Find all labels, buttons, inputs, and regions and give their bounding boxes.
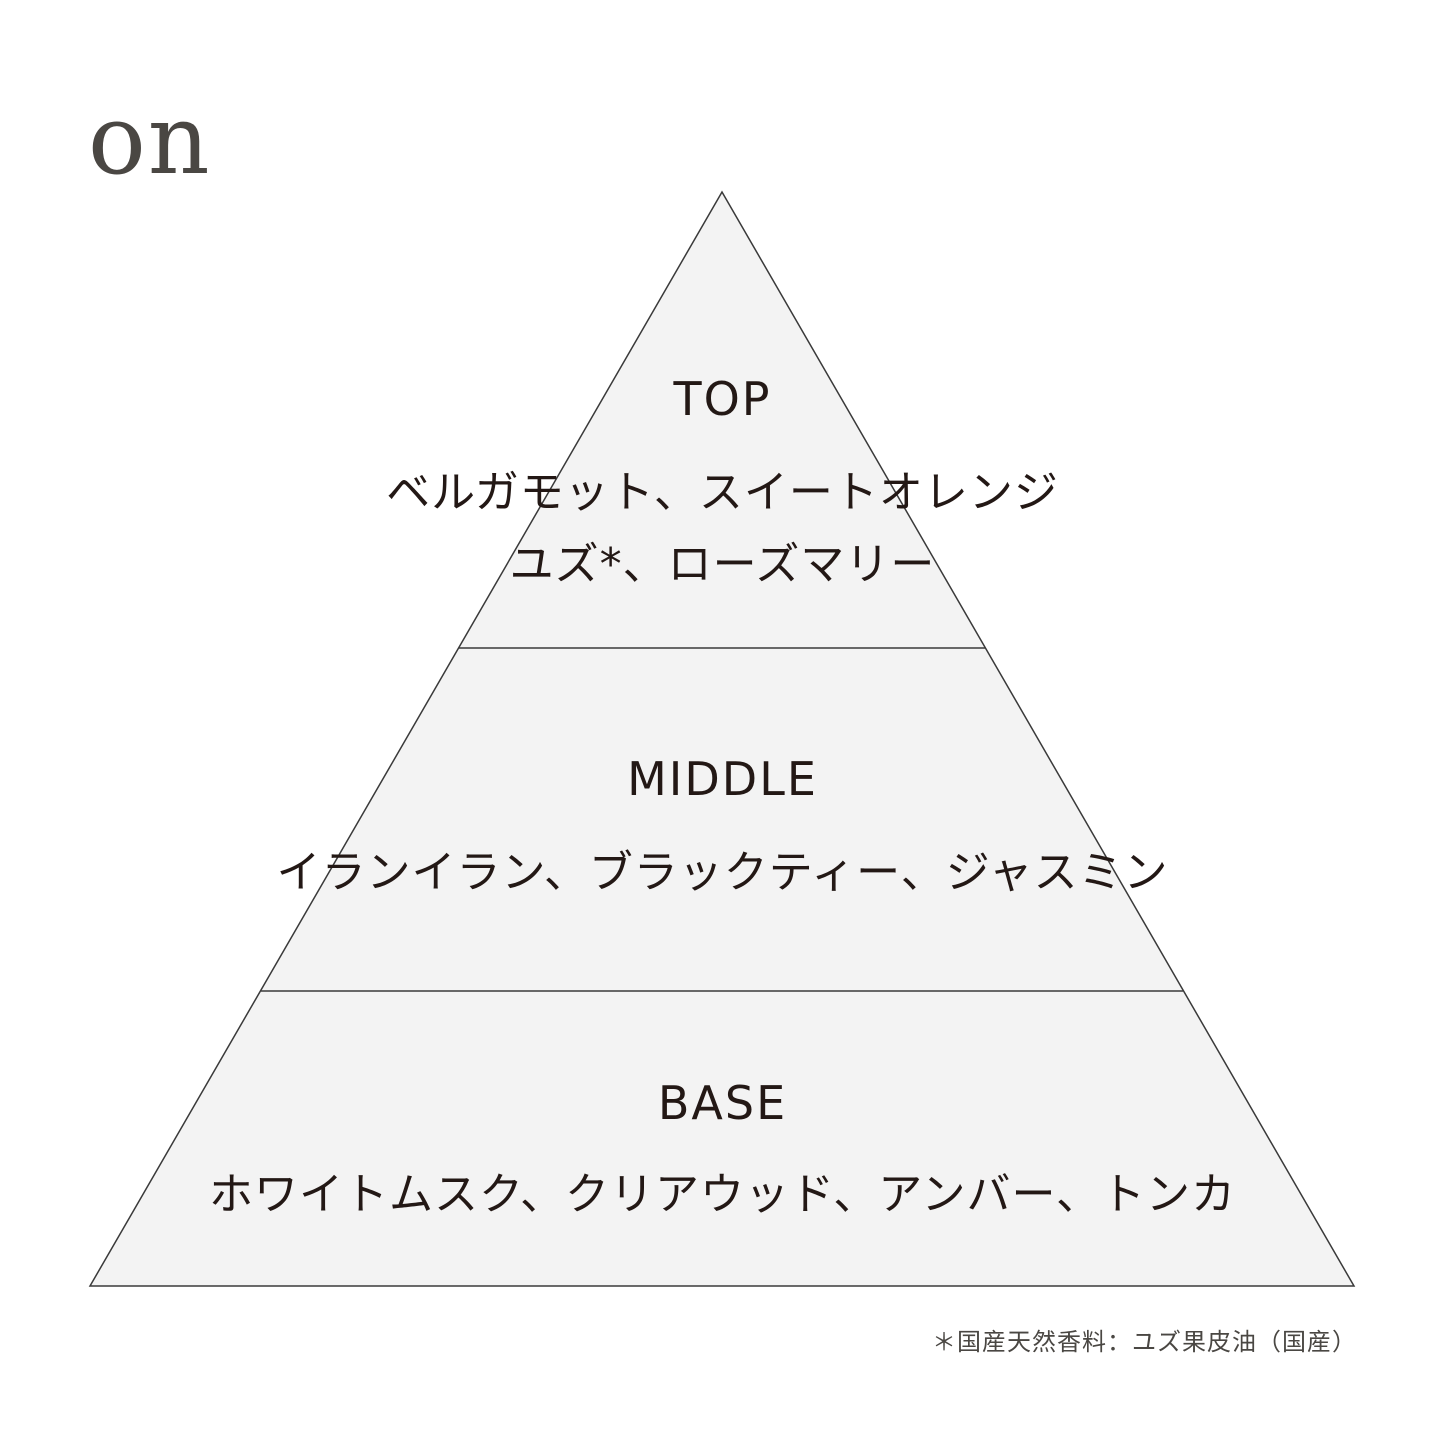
brand-logo: on (88, 84, 212, 196)
tier-middle-notes: イランイラン、ブラックティー、ジャスミン (276, 847, 1169, 898)
tier-top-title: TOP (673, 372, 772, 426)
tier-base-notes: ホワイトムスク、クリアウッド、アンバー、トンカ (208, 1169, 1237, 1220)
tier-middle-title: MIDDLE (627, 752, 818, 806)
tier-top-notes-line-1: ベルガモット、スイートオレンジ (386, 467, 1059, 518)
tier-base-title: BASE (657, 1076, 788, 1130)
tier-top-notes-line-2: ユズ*、ローズマリー (509, 539, 936, 590)
footnote: ＊国産天然香料：ユズ果皮油（国産） (932, 1328, 1357, 1356)
pyramid-shape (88, 190, 1356, 1287)
